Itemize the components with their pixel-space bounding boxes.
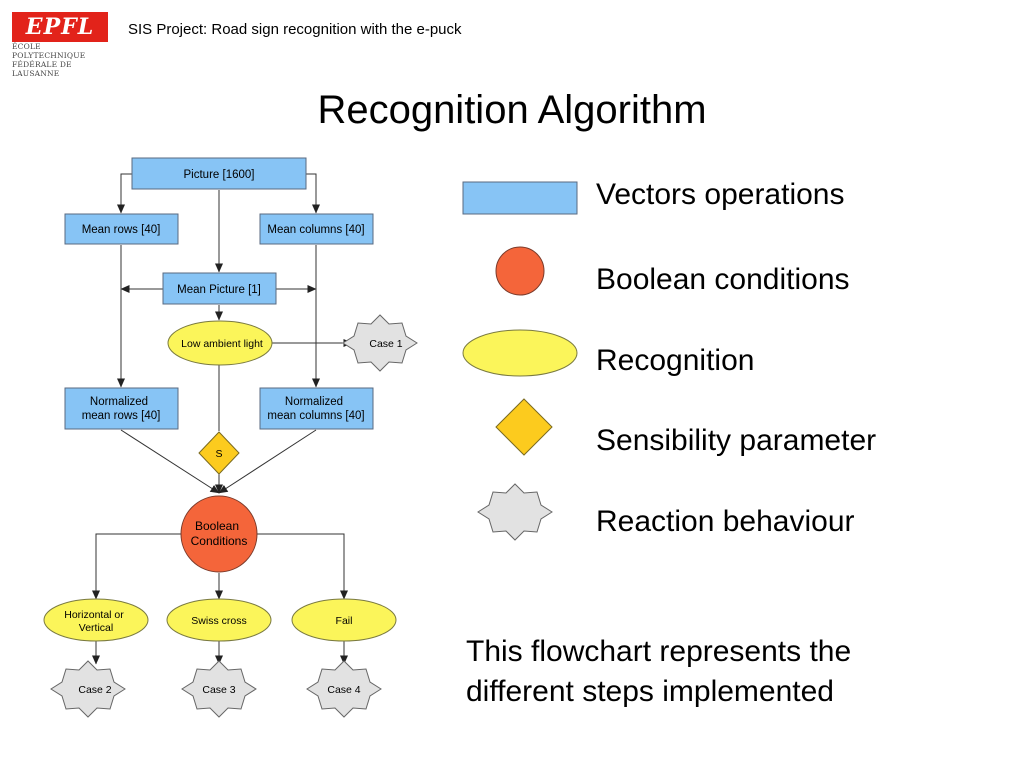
low-ambient-light-ellipse <box>167 320 273 366</box>
legend-vectors-label: Vectors operations <box>596 178 845 211</box>
mean-picture-label: Mean Picture [1] <box>177 284 261 296</box>
horizontal-vertical-line-1: Horizontal or <box>64 609 124 621</box>
low-ambient-light-label: Low ambient light <box>181 338 263 350</box>
normalized-mean-rows-box <box>64 387 179 430</box>
normalized-rows-line-2: mean rows [40] <box>82 410 161 422</box>
normalized-cols-line-1: Normalized <box>285 396 343 408</box>
legend-reaction-swatch <box>477 483 553 541</box>
s-label: S <box>215 448 222 460</box>
caption-line-1: This flowchart represents the <box>466 635 852 668</box>
fail-label: Fail <box>336 615 353 627</box>
project-title: SIS Project: Road sign recognition with … <box>128 21 462 38</box>
legend-boolean-label: Boolean conditions <box>596 263 850 296</box>
slide-title: Recognition Algorithm <box>317 88 707 132</box>
legend-boolean-swatch <box>495 246 545 296</box>
legend-sensibility-label: Sensibility parameter <box>596 424 877 457</box>
legend-reaction-label: Reaction behaviour <box>596 505 855 538</box>
caption-line-2: different steps implemented <box>466 675 834 708</box>
s-diamond <box>198 431 240 475</box>
epfl-logo: EPFL ÉCOLE POLYTECHNIQUE FÉDÉRALE DE LAU… <box>12 12 110 78</box>
case-4-star <box>306 660 382 718</box>
swiss-cross-ellipse <box>166 598 272 642</box>
case-1-star <box>342 314 418 372</box>
mean-columns-box <box>259 213 374 245</box>
flowchart-caption: This flowchart represents the different … <box>466 632 851 712</box>
case-2-label: Case 2 <box>78 684 111 696</box>
swiss-cross-label: Swiss cross <box>191 615 246 627</box>
mean-picture-box <box>162 272 277 305</box>
normalized-cols-line-2: mean columns [40] <box>267 410 364 422</box>
case-2-star <box>50 660 126 718</box>
mean-columns-label: Mean columns [40] <box>267 224 364 236</box>
boolean-label-line-2: Conditions <box>191 534 248 548</box>
case-4-label: Case 4 <box>327 684 360 696</box>
picture-box <box>131 157 307 190</box>
case-3-label: Case 3 <box>202 684 235 696</box>
logo-line-1: ÉCOLE POLYTECHNIQUE <box>12 42 86 60</box>
case-3-star <box>181 660 257 718</box>
horizontal-vertical-line-2: Vertical <box>79 622 113 634</box>
legend-sensibility-swatch <box>495 398 553 456</box>
logo-text: EPFL <box>25 14 95 40</box>
logo-line-2: FÉDÉRALE DE LAUSANNE <box>12 60 72 78</box>
epfl-logo-mark: EPFL <box>12 12 108 42</box>
flow-connectors <box>92 173 353 665</box>
picture-label: Picture [1600] <box>184 169 255 181</box>
boolean-conditions-circle <box>180 495 258 573</box>
horizontal-vertical-ellipse <box>43 598 149 642</box>
normalized-mean-columns-box <box>259 387 374 430</box>
mean-rows-label: Mean rows [40] <box>82 224 161 236</box>
mean-rows-box <box>64 213 179 245</box>
normalized-rows-line-1: Normalized <box>90 396 148 408</box>
fail-ellipse <box>291 598 397 642</box>
legend-recognition-swatch <box>462 329 578 377</box>
legend-vector-swatch <box>462 181 578 215</box>
boolean-label-line-1: Boolean <box>195 519 239 533</box>
case-1-label: Case 1 <box>369 338 402 350</box>
legend-recognition-label: Recognition <box>596 344 755 377</box>
